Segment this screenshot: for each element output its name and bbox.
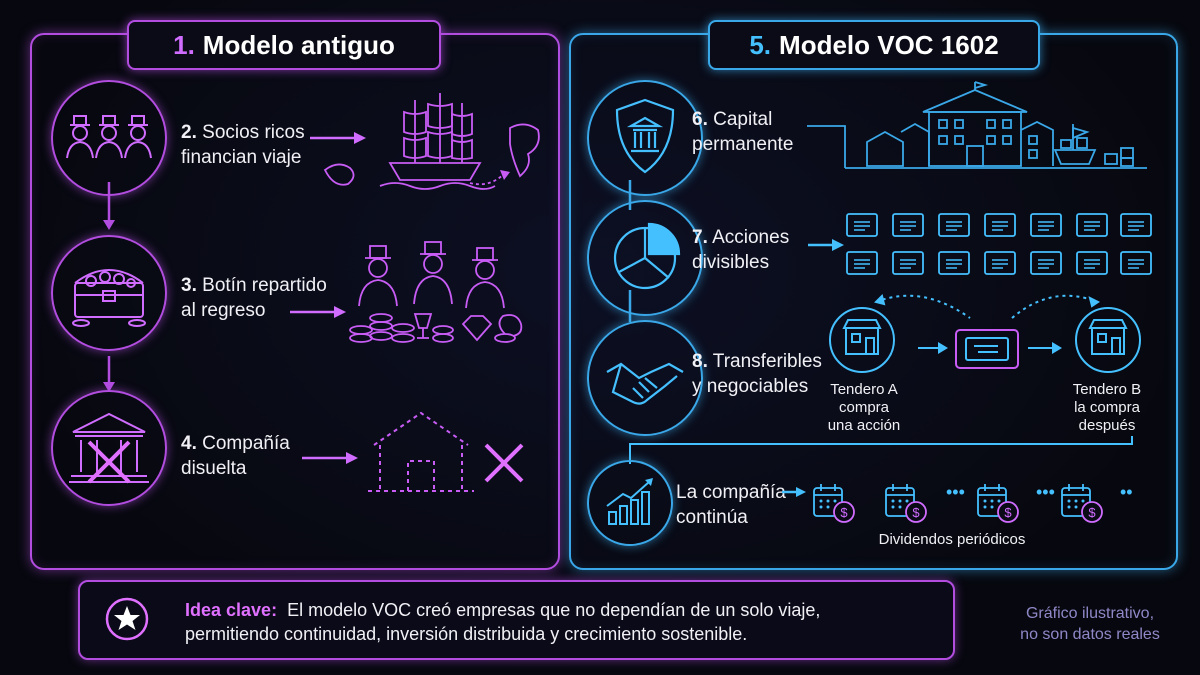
svg-text:•••: •••: [1036, 484, 1055, 502]
share-certificates-icon: [846, 213, 1152, 275]
dissolved-company-icon: [368, 411, 524, 492]
left-flow-arrows: [103, 182, 115, 392]
old-model-title: 1.Modelo antiguo: [127, 20, 441, 70]
treasure-chest-icon: [51, 235, 167, 351]
arrow-right-icon: [808, 239, 844, 251]
voc-model-title: 5.Modelo VOC 1602: [708, 20, 1040, 70]
handshake-icon: [587, 320, 703, 436]
illustrative-note: Gráfico ilustrativo,no son datos reales: [1020, 605, 1160, 643]
share-transfer-icon: [829, 294, 1141, 373]
star-icon: [105, 597, 149, 641]
key-idea-box: Idea clave: El modelo VOC creó empresas …: [78, 580, 955, 660]
arrow-right-icon: [302, 452, 358, 464]
arrow-right-icon: [310, 132, 366, 144]
arrow-right-icon: [290, 306, 346, 318]
continuity-connector: [629, 436, 1133, 464]
calendar-dividends-icon: $ ••• ••• ••: [782, 484, 1133, 523]
growth-chart-icon: [587, 460, 673, 546]
key-idea-text: Idea clave: El modelo VOC creó empresas …: [185, 600, 821, 644]
sailing-ship-icon: [323, 93, 540, 190]
headquarters-icon: [807, 81, 1147, 169]
crossed-bank-icon: [51, 390, 167, 506]
shield-bank-icon: [587, 80, 703, 196]
investors-icon: [51, 80, 167, 196]
svg-text:•••: •••: [946, 484, 965, 502]
treasure-split-icon: [349, 241, 523, 343]
svg-text:••: ••: [1120, 484, 1133, 502]
pie-chart-icon: [587, 200, 703, 316]
dividends-label: Dividendos periódicos: [878, 531, 1026, 548]
